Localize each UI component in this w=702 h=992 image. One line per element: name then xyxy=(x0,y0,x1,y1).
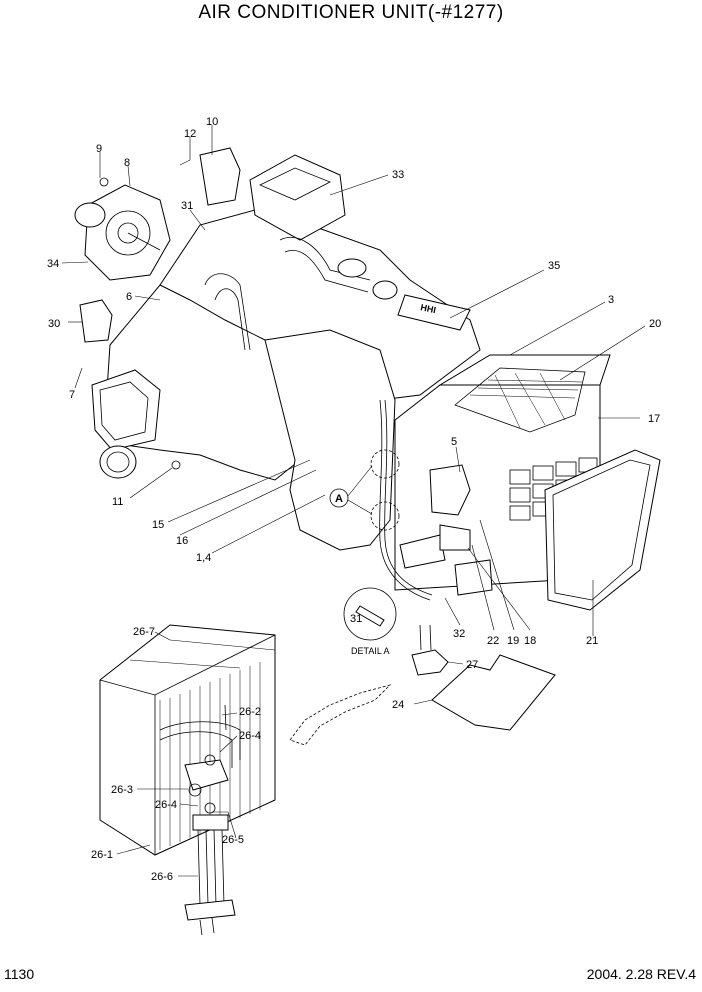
part-label-26-4a: 26-4 xyxy=(239,730,261,742)
evaporator-core xyxy=(99,624,276,936)
detail-part-number: 31 xyxy=(350,613,362,625)
pad-part-24 xyxy=(431,654,556,731)
part-label-32: 32 xyxy=(453,628,465,640)
blower-motor xyxy=(74,184,171,281)
part-labels: 10 12 9 8 33 31 34 35 6 3 30 20 7 17 5 1… xyxy=(47,116,661,883)
part-label-26-5: 26-5 xyxy=(222,834,244,846)
part-label-20: 20 xyxy=(649,318,661,330)
part-label-5: 5 xyxy=(451,436,457,448)
seal-part-27 xyxy=(411,649,449,676)
part-label-35: 35 xyxy=(548,260,560,272)
part-label-26-4b: 26-4 xyxy=(155,799,177,811)
part-label-6: 6 xyxy=(126,291,132,303)
part-label-26-7: 26-7 xyxy=(133,626,155,638)
detail-a-callout: A 31 DETAIL A xyxy=(329,449,400,656)
part-label-7: 7 xyxy=(69,389,75,401)
detail-callout-letter: A xyxy=(335,493,343,505)
part-label-24: 24 xyxy=(392,699,404,711)
part-label-34: 34 xyxy=(47,258,59,270)
part-label-18: 18 xyxy=(524,635,536,647)
part-label-1-4: 1,4 xyxy=(196,552,211,564)
leader-lines xyxy=(61,125,646,877)
page-title: AIR CONDITIONER UNIT(-#1277) xyxy=(198,2,504,23)
part-label-8: 8 xyxy=(124,157,130,169)
part-label-21: 21 xyxy=(586,635,598,647)
page-number: 1130 xyxy=(4,966,35,982)
part-label-19: 19 xyxy=(507,635,519,647)
part-label-26-1: 26-1 xyxy=(91,849,113,861)
part-label-31: 31 xyxy=(181,200,193,212)
part-label-17: 17 xyxy=(648,413,660,425)
part-label-26-2: 26-2 xyxy=(239,706,261,718)
part-label-26-6: 26-6 xyxy=(151,871,173,883)
part-label-10: 10 xyxy=(206,116,218,128)
part-label-26-3: 26-3 xyxy=(111,784,133,796)
part-label-22: 22 xyxy=(487,635,499,647)
part-label-15: 15 xyxy=(152,519,164,531)
part-label-11: 11 xyxy=(112,496,123,508)
part-label-27: 27 xyxy=(466,659,478,671)
hvac-housing: HHI xyxy=(74,147,661,611)
detail-label: DETAIL A xyxy=(351,646,390,656)
part-label-3: 3 xyxy=(608,294,614,306)
revision-date: 2004. 2.28 REV.4 xyxy=(586,966,696,982)
part-label-33: 33 xyxy=(392,169,404,181)
hhi-label: HHI xyxy=(420,302,437,315)
part-label-9: 9 xyxy=(96,143,102,155)
exploded-view-arrow xyxy=(289,684,392,746)
part-label-30: 30 xyxy=(48,318,60,330)
part-label-16: 16 xyxy=(176,535,188,547)
part-label-12: 12 xyxy=(184,128,196,140)
